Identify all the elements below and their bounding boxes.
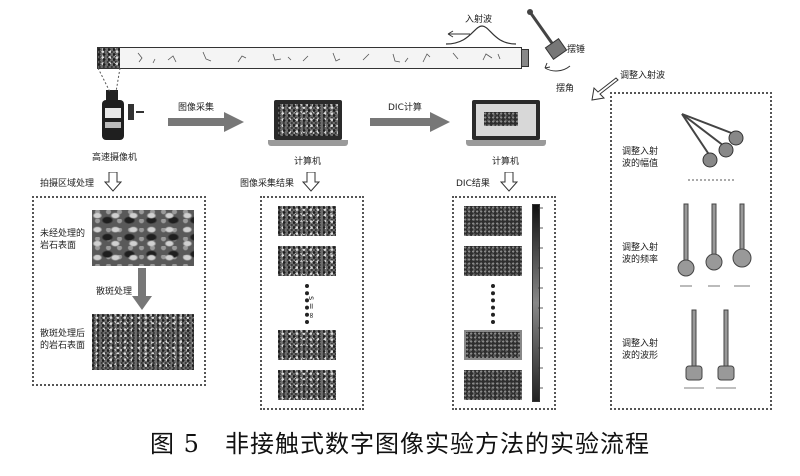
bar-end-cap <box>521 49 529 67</box>
down-arrow-3 <box>500 172 518 192</box>
image-acquisition-label: 图像采集 <box>178 103 215 113</box>
ellipsis-dots-2 <box>491 284 499 324</box>
unprocessed-rock-image <box>92 210 194 266</box>
speckle-region <box>98 48 120 68</box>
down-arrow-1 <box>104 172 122 192</box>
frame-4 <box>278 370 336 400</box>
pendulum-rod-label: 摆锤 <box>567 45 586 55</box>
adjust-frequency-label-1: 调整入射 <box>622 243 659 253</box>
high-speed-camera-icon <box>102 90 144 140</box>
acquisition-result-label: 图像采集结果 <box>240 179 295 189</box>
arrow-speckle <box>132 268 152 310</box>
crack-pattern <box>137 51 501 64</box>
unprocessed-rock-label-2: 岩石表面 <box>40 241 77 251</box>
ellipsis-label: s = ∞ <box>307 296 316 319</box>
arrow-acquisition <box>168 112 244 132</box>
acquisition-result-box <box>260 196 364 410</box>
computer-1 <box>268 100 348 150</box>
adjust-waveform-label-2: 波的波形 <box>622 351 659 361</box>
swing-angle-label: 摆角 <box>556 84 575 94</box>
processed-rock-image <box>92 314 194 370</box>
waveform-pendulums-icon <box>684 309 736 389</box>
color-scale-bar <box>532 204 540 402</box>
frame-3 <box>278 330 336 360</box>
computer-2 <box>466 100 546 150</box>
unprocessed-rock-label-1: 未经处理的 <box>40 229 86 239</box>
speckle-processing-box <box>32 196 206 386</box>
dic-frame-3 <box>464 330 522 360</box>
adjust-incident-label: 调整入射波 <box>620 71 666 81</box>
dic-frame-4 <box>464 370 522 400</box>
speckle-processing-label: 拍摄区域处理 <box>40 179 95 189</box>
adjust-frequency-label-2: 波的频率 <box>622 255 659 265</box>
dic-result-box <box>452 196 556 410</box>
adjust-amplitude-label-2: 波的幅值 <box>622 159 659 169</box>
adjust-waveform-label-1: 调整入射 <box>622 339 659 349</box>
incident-wave-label: 入射波 <box>465 15 493 25</box>
dic-frame-1 <box>464 206 522 236</box>
ellipsis-dots-1 <box>305 284 313 324</box>
rock-bar <box>97 47 522 69</box>
adjust-amplitude-label-1: 调整入射 <box>622 147 659 157</box>
computer-2-label: 计算机 <box>492 157 520 167</box>
color-scale-ticks <box>538 207 543 389</box>
camera-view-lines <box>97 67 121 93</box>
frequency-pendulums-icon <box>677 203 752 287</box>
dic-result-label: DIC结果 <box>456 179 490 189</box>
processed-rock-label-2: 的岩石表面 <box>40 341 86 351</box>
computer-1-label: 计算机 <box>294 157 322 167</box>
pendulum-icon <box>527 9 571 72</box>
processed-rock-label-1: 散斑处理后 <box>40 329 86 339</box>
dic-frame-2 <box>464 246 522 276</box>
camera-label: 高速摄像机 <box>92 153 138 163</box>
incident-wave-icon <box>445 25 517 45</box>
speckle-step-label: 散斑处理 <box>96 287 133 297</box>
arrow-dic <box>370 112 450 132</box>
computer-1-screen <box>278 104 338 136</box>
down-arrow-2 <box>302 172 320 192</box>
figure-caption: 图 5 非接触式数字图像实验方法的实验流程 <box>150 430 650 458</box>
amplitude-pendulum-icon <box>681 113 744 181</box>
adjust-incident-box <box>610 92 772 410</box>
frame-2 <box>278 246 336 276</box>
dic-calc-label: DIC计算 <box>388 103 422 113</box>
frame-1 <box>278 206 336 236</box>
adjust-arrow-icon <box>591 77 619 101</box>
